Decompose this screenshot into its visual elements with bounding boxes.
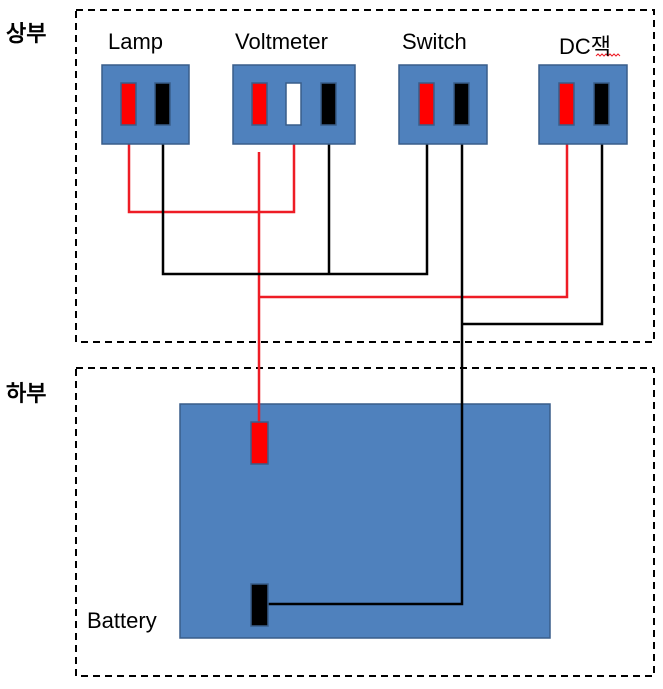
voltmeter-negative-terminal <box>320 82 337 126</box>
battery-body <box>179 403 551 639</box>
switch-battery-negative-wire <box>268 125 464 606</box>
lamp-voltmeter-positive-wire <box>127 125 296 214</box>
dcjack-negative-wire <box>462 125 604 326</box>
top-section-label: 상부 <box>6 22 47 47</box>
dc-jack-label: DC잭 <box>559 34 612 59</box>
dcjack-positive-terminal <box>558 82 575 126</box>
lamp-label: Lamp <box>108 29 164 54</box>
positive-wires <box>127 125 569 422</box>
lamp-negative-terminal <box>154 82 171 126</box>
battery-negative-terminal <box>250 583 269 627</box>
negative-wires <box>161 125 604 606</box>
spellcheck-underline <box>595 53 621 57</box>
terminals <box>120 82 610 627</box>
lamp-positive-terminal <box>120 82 137 126</box>
bottom-section-label: 하부 <box>6 382 47 407</box>
lamp-panel <box>101 64 190 145</box>
voltmeter-positive-terminal <box>251 82 268 126</box>
battery-label: Battery <box>87 608 157 633</box>
voltmeter-label: Voltmeter <box>235 29 328 54</box>
lamp-switch-negative-wire <box>161 125 429 276</box>
dcjack-negative-terminal <box>593 82 610 126</box>
switch-positive-terminal <box>418 82 435 126</box>
top-section-box <box>75 9 655 343</box>
switch-negative-terminal <box>453 82 470 126</box>
switch-label: Switch <box>402 29 467 54</box>
battery-positive-terminal <box>250 421 269 465</box>
dcjack-panel <box>538 64 628 145</box>
dcjack-positive-wire <box>259 125 569 299</box>
bottom-section-box <box>75 367 655 677</box>
switch-panel <box>398 64 488 145</box>
voltmeter-sense-terminal <box>285 82 302 126</box>
